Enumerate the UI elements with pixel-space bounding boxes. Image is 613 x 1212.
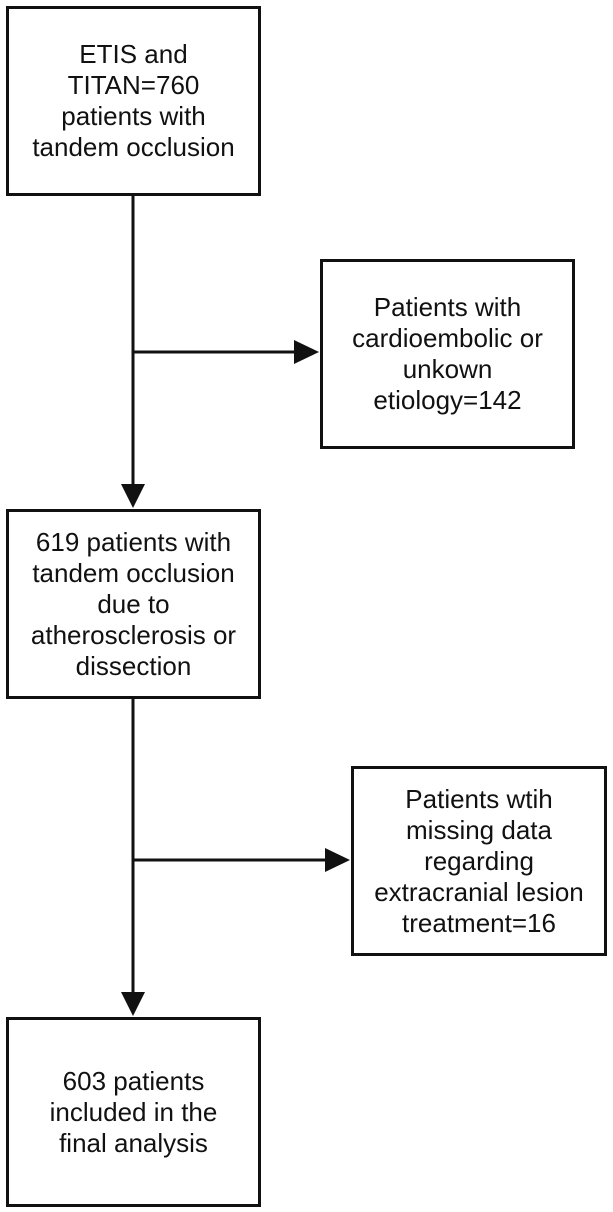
final-box: 603 patients included in the final analy… [6, 1017, 261, 1207]
middle-box-text: 619 patients with tandem occlusion due t… [30, 526, 237, 681]
arrowhead-to-middle [121, 484, 145, 508]
exclusion-box-2: Patients wtih missing data regarding ext… [351, 766, 607, 956]
start-box-text: ETIS and TITAN=760 patients with tandem … [32, 39, 235, 162]
start-box: ETIS and TITAN=760 patients with tandem … [6, 6, 261, 196]
exclusion-box-1-text: Patients with cardioembolic or unkown et… [352, 292, 543, 415]
final-box-text: 603 patients included in the final analy… [49, 1065, 218, 1158]
exclusion-box-2-text: Patients wtih missing data regarding ext… [374, 783, 584, 938]
arrowhead-to-exclusion-1 [294, 340, 319, 364]
middle-box: 619 patients with tandem occlusion due t… [6, 509, 261, 699]
exclusion-box-1: Patients with cardioembolic or unkown et… [320, 259, 575, 449]
arrowhead-to-final [121, 992, 145, 1016]
arrowhead-to-exclusion-2 [325, 848, 350, 872]
